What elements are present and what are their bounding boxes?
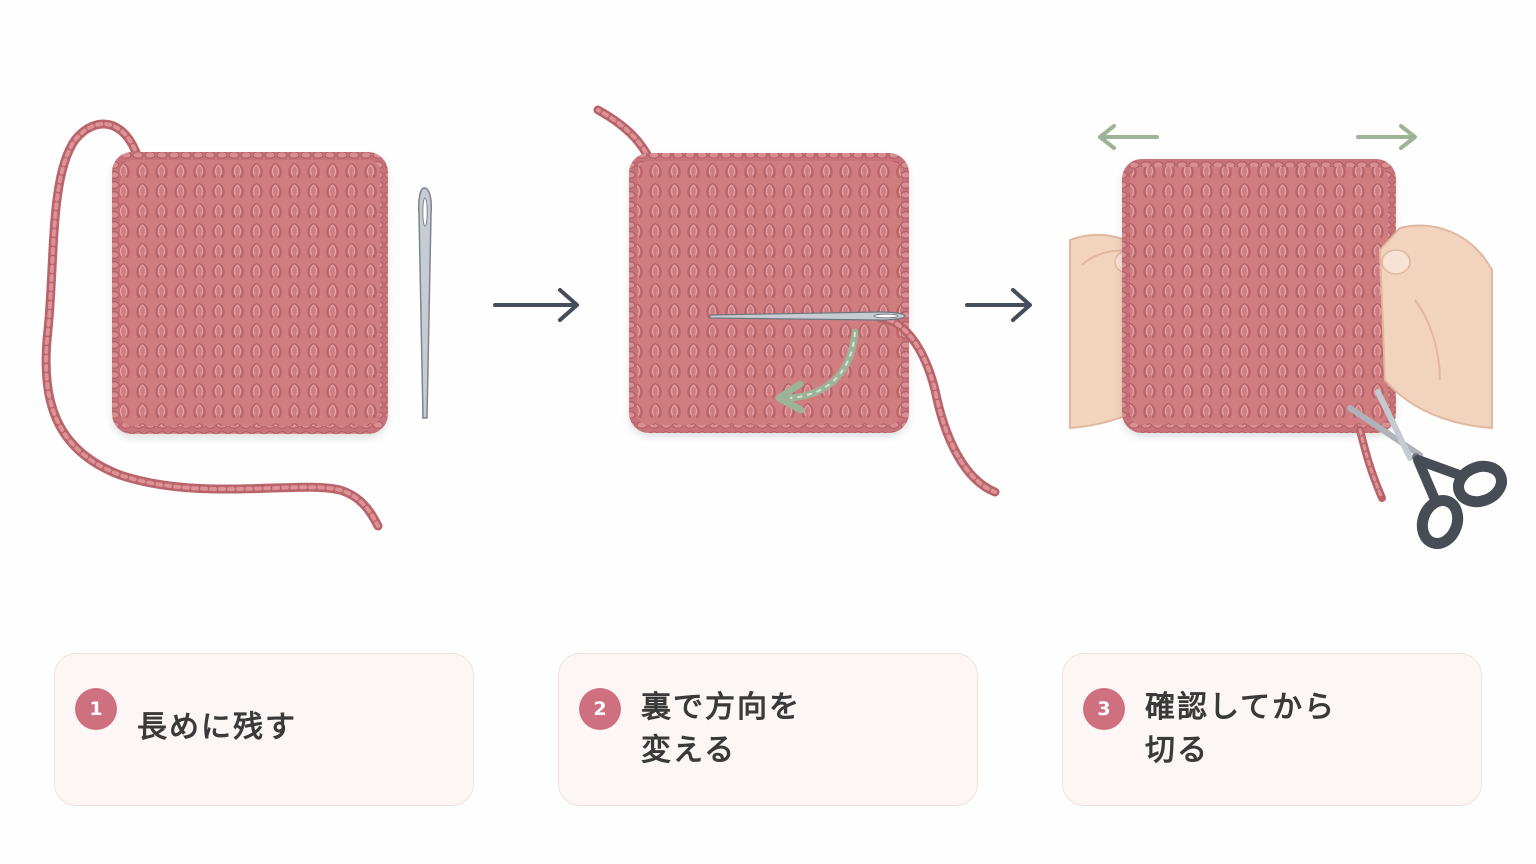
step2-illustration	[593, 105, 1000, 497]
crochet-swatch-1	[112, 152, 388, 434]
step-label-line: 切る	[1145, 733, 1209, 768]
step-label-line: 裏で方向を	[641, 690, 801, 725]
step-card-2: 2 裏で方向を 変える	[558, 653, 978, 806]
stretch-left-arrow-icon	[1098, 124, 1159, 150]
step1-illustration	[41, 119, 432, 531]
needle-icon	[418, 187, 432, 419]
step-label: 裏で方向を 変える	[641, 686, 801, 772]
hand-icon	[1378, 224, 1493, 430]
illustration-scene	[41, 105, 1507, 549]
crochet-swatch-2	[629, 153, 909, 433]
curved-arrow-icon	[775, 328, 859, 414]
step-number-badge: 3	[1083, 688, 1125, 730]
step-label-line: 長めに残す	[137, 710, 297, 745]
step-card-1: 1 長めに残す	[54, 653, 474, 806]
step-number-badge: 1	[75, 688, 117, 730]
crochet-swatch-3	[1122, 159, 1396, 433]
step-label: 確認してから 切る	[1145, 686, 1336, 772]
needle-icon	[709, 311, 906, 321]
step-number-badge: 2	[579, 688, 621, 730]
step-label: 長めに残す	[137, 706, 297, 749]
step3-illustration	[1069, 124, 1507, 549]
scissors-icon	[1347, 389, 1507, 549]
arrow-right-icon	[493, 288, 579, 322]
step-card-3: 3 確認してから 切る	[1062, 653, 1482, 806]
arrow-right-icon	[965, 288, 1032, 322]
stretch-right-arrow-icon	[1356, 124, 1417, 150]
step-label-line: 確認してから	[1145, 690, 1337, 725]
step-label-line: 変える	[641, 733, 737, 768]
